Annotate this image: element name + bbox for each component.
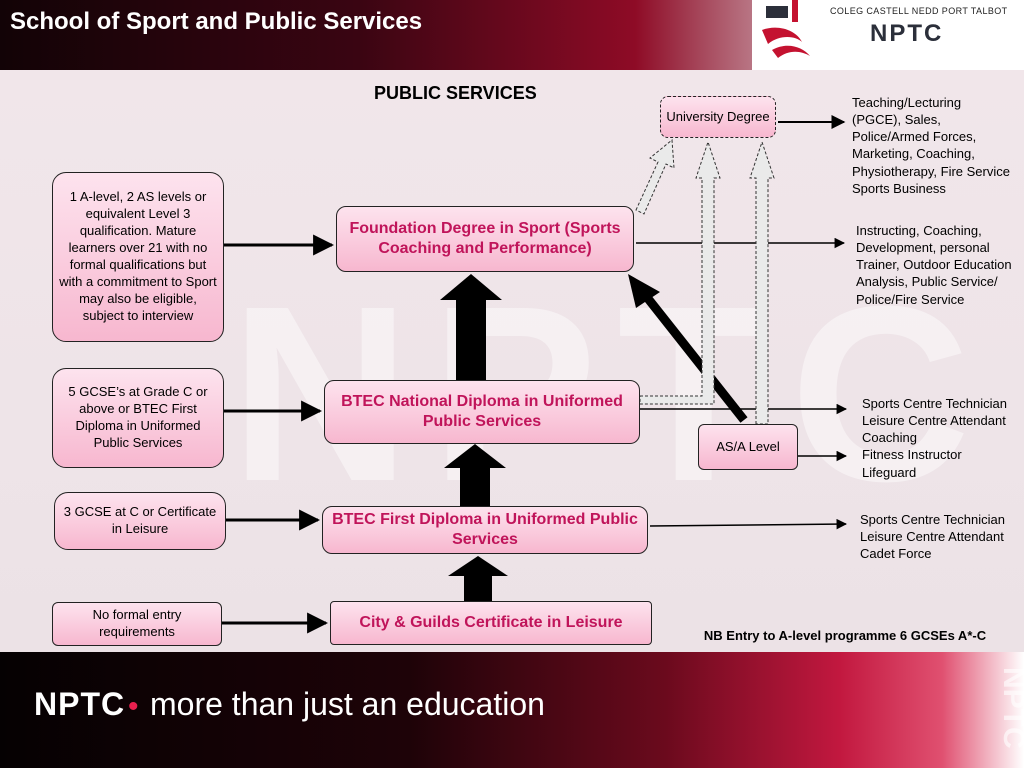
outcome-university: Teaching/Lecturing (PGCE), Sales,Police/A…	[852, 94, 1010, 197]
header-bar: School of Sport and Public Services COLE…	[0, 0, 1024, 70]
connector-arrows	[222, 115, 848, 634]
outcome-line: Coaching	[862, 430, 917, 446]
outcome-line: Sports Business	[852, 180, 946, 196]
outcome-line: Police/Armed Forces,	[852, 129, 977, 145]
footer-tagline: more than just an education	[150, 686, 545, 722]
progress-arrow-national-to-foundation	[440, 274, 502, 380]
outcome-line: Leisure Centre Attendant	[860, 529, 1004, 545]
outcome-line: Police/Fire Service	[856, 291, 965, 307]
outcome-line: Fitness Instructor	[862, 447, 962, 463]
outcome-line: Lifeguard	[862, 464, 917, 480]
diagram-area: NPTC PUBLIC SERVICES 1 A-level, 2 AS le	[0, 70, 1024, 652]
nb-note: NB Entry to A-level programme 6 GCSEs A*…	[703, 628, 987, 643]
dashed-arrow-national-to-degree	[639, 140, 721, 405]
outcome-line: Leisure Centre Attendant	[862, 413, 1006, 429]
outcome-line: Marketing, Coaching,	[852, 146, 975, 162]
progress-arrow-first-to-national	[444, 444, 506, 506]
outcome-line: (PGCE), Sales,	[852, 112, 941, 128]
dashed-arrow-foundation-to-degree	[635, 139, 675, 215]
outcome-line: Sports Centre Technician	[862, 396, 1008, 411]
outcome-line: Analysis, Public Service/	[856, 274, 998, 290]
university-degree-box: University Degree	[660, 96, 776, 138]
outcome-line: Sports Centre Technician	[860, 512, 1006, 527]
footer-dot-icon: •	[128, 690, 139, 723]
outcome-line: Teaching/Lecturing	[852, 95, 962, 110]
entry-requirement-none: No formal entry requirements	[52, 602, 222, 646]
footer-vertical-brand: NPTC	[997, 667, 1024, 749]
logo-brand-name: NPTC	[870, 20, 944, 47]
college-logo: COLEG CASTELL NEDD PORT TALBOT NPTC	[752, 0, 1024, 70]
course-city-guilds: City & Guilds Certificate in Leisure	[330, 601, 652, 645]
section-title: PUBLIC SERVICES	[374, 83, 537, 103]
progress-arrow-cg-to-first	[448, 556, 508, 602]
outcome-line: Instructing, Coaching,	[856, 223, 982, 238]
dashed-arrow-aslevel-to-degree	[749, 140, 775, 425]
progress-arrow-aslevel-to-foundation	[642, 293, 748, 423]
outcome-line: Development, personal	[856, 240, 990, 256]
outcome-line: Cadet Force	[860, 546, 932, 562]
entry-requirement-level3: 1 A-level, 2 AS levels or equivalent Lev…	[52, 172, 224, 342]
course-btec-first: BTEC First Diploma in Uniformed Public S…	[322, 506, 648, 554]
outcome-line: Trainer, Outdoor Education	[856, 257, 1012, 273]
page-title: School of Sport and Public Services	[10, 8, 423, 35]
as-a-level-box: AS/A Level	[698, 424, 798, 470]
course-foundation-degree: Foundation Degree in Sport (Sports Coach…	[336, 206, 634, 272]
outcome-foundation: Instructing, Coaching, Development, perso…	[856, 222, 1012, 308]
outcome-line: Physiotherapy, Fire Service	[852, 163, 1010, 179]
college-logo-mark	[762, 0, 810, 58]
entry-requirement-gcse-3: 3 GCSE at C or Certificate in Leisure	[54, 492, 226, 550]
course-btec-national: BTEC National Diploma in Uniformed Publi…	[324, 380, 640, 444]
arrow-outcome-first	[649, 518, 848, 530]
logo-college-name: COLEG CASTELL NEDD PORT TALBOT	[830, 6, 1008, 16]
entry-requirement-gcse-5: 5 GCSE’s at Grade C or above or BTEC Fir…	[52, 368, 224, 468]
footer-brand: NPTC	[34, 686, 126, 722]
footer-bar: NPTC • more than just an education NPTC	[0, 652, 1024, 768]
